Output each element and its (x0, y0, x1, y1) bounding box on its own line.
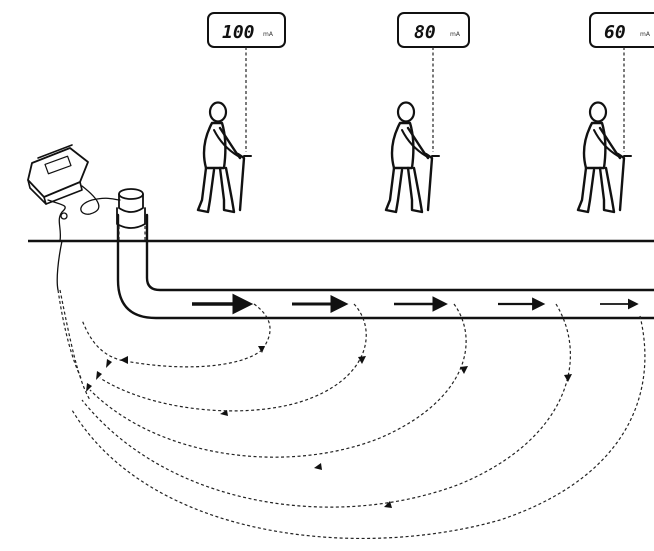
pipe-end-clamp-icon (116, 188, 146, 241)
readout-display (589, 12, 654, 48)
walking-operator-icon (196, 101, 253, 214)
readout-unit: mA (450, 31, 461, 38)
readout-unit: mA (263, 31, 274, 38)
operator-1: 100 mA (196, 12, 286, 214)
operator-3: 60 mA (576, 12, 654, 214)
readout-unit: mA (640, 31, 651, 38)
readout-value: 80 (414, 22, 436, 43)
ground-lead (47, 199, 66, 242)
readout-value: 100 (222, 22, 255, 43)
walking-operator-icon (384, 101, 441, 214)
buried-pipe (116, 213, 654, 320)
transmitter-icon (27, 144, 89, 205)
lead-to-pipe (80, 185, 121, 215)
operator-2: 80 mA (384, 12, 470, 214)
readout-value: 60 (604, 22, 626, 43)
walking-operator-icon (576, 101, 633, 214)
return-current-paths (57, 289, 646, 540)
